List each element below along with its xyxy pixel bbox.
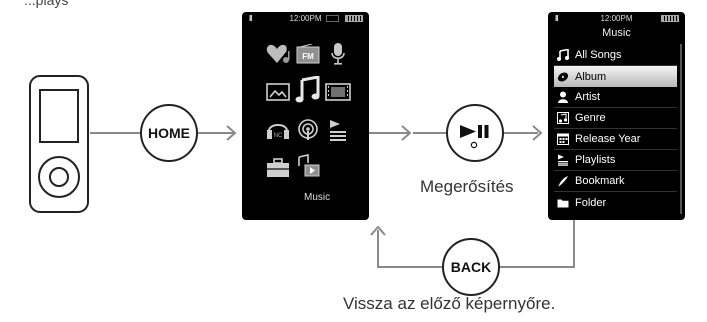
toolbox-icon[interactable] (258, 150, 298, 186)
music-note-icon (554, 49, 572, 61)
list-item-label: Bookmark (575, 175, 625, 187)
arrow-right-icon (401, 125, 412, 141)
list-item-label: Artist (575, 91, 601, 103)
play-pause-button[interactable] (446, 104, 504, 162)
connector-line (504, 132, 538, 134)
calendar-icon (554, 133, 572, 145)
list-item-label: All Songs (575, 49, 622, 61)
genre-icon (554, 112, 572, 124)
arrow-right-icon (226, 125, 237, 141)
status-bar: II 12:00PM (242, 12, 369, 26)
arrow-up-icon (370, 225, 386, 236)
connector-line (90, 132, 140, 134)
list-item-label: Genre (575, 112, 606, 124)
noise-cancel-icon[interactable]: NC (258, 112, 298, 148)
list-item-label: Playlists (575, 154, 616, 166)
connector-line (377, 230, 379, 268)
list-item-release-year[interactable]: Release Year (554, 129, 677, 150)
connector-line (413, 132, 447, 134)
connector-line (378, 266, 442, 268)
home-button[interactable]: HOME (140, 104, 198, 162)
list-item-label: Folder (575, 196, 607, 209)
header-fragment: ...plays (24, 0, 69, 8)
back-hint-caption: Vissza az előző képernyőre. (343, 294, 556, 313)
connector-line (500, 266, 575, 268)
list-item-genre[interactable]: Genre (554, 108, 677, 129)
list-item-bookmark[interactable]: Bookmark (554, 171, 677, 192)
connector-line (369, 132, 409, 134)
list-item-label: Release Year (575, 133, 641, 145)
connector-line (198, 132, 234, 134)
heart-music-icon[interactable] (258, 36, 298, 72)
pause-status-icon: II (555, 14, 559, 23)
list-item-album[interactable]: Album (554, 66, 677, 87)
back-button[interactable]: BACK (442, 238, 500, 296)
podcast-icon[interactable] (288, 112, 328, 148)
artist-icon (554, 91, 572, 103)
list-item-playlists[interactable]: Playlists (554, 150, 677, 171)
connector-line (573, 220, 575, 268)
film-icon[interactable] (318, 74, 358, 110)
battery-icon (661, 15, 679, 22)
album-disc-icon (554, 71, 572, 83)
status-bar: II 12:00PM (548, 12, 685, 26)
player-device-icon (29, 75, 89, 213)
recording-status-icon (326, 15, 339, 22)
battery-icon (345, 15, 363, 22)
list-item-label: Album (575, 70, 607, 83)
scrollbar[interactable] (680, 44, 682, 214)
svg-text:FM: FM (302, 52, 314, 61)
folder-icon (554, 197, 572, 209)
clock: 12:00PM (600, 14, 633, 23)
menu-screen: II 12:00PM FM NC Music (242, 12, 369, 220)
svg-text:NC: NC (274, 133, 283, 139)
playlist-icon (554, 154, 572, 166)
fm-radio-icon[interactable]: FM (288, 36, 328, 72)
playlist-icon[interactable] (318, 112, 358, 148)
pause-status-icon: II (249, 14, 253, 23)
microphone-icon[interactable] (318, 36, 358, 72)
music-video-icon[interactable] (288, 148, 328, 184)
arrow-right-icon (532, 125, 543, 141)
music-list-screen: II 12:00PM Music All Songs Album Artist … (548, 12, 685, 220)
clock: 12:00PM (289, 14, 322, 23)
screen-title: Music (602, 27, 631, 39)
music-note-icon[interactable] (288, 72, 328, 108)
bookmark-icon (554, 175, 572, 187)
photo-icon[interactable] (258, 74, 298, 110)
music-menu-label: Music (304, 192, 331, 203)
confirm-caption: Megerősítés (420, 177, 514, 196)
list-item-folder[interactable]: Folder (554, 192, 677, 213)
list-item-all-songs[interactable]: All Songs (554, 45, 677, 66)
list-item-artist[interactable]: Artist (554, 87, 677, 108)
